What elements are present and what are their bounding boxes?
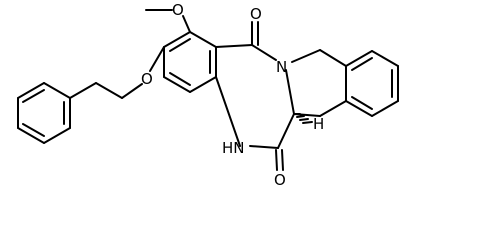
lower-carbonyl-bond-b	[281, 149, 284, 171]
molecule-structure: O O O N HN H O	[17, 1, 399, 189]
benzo-ring	[163, 31, 217, 93]
isoquinoline-saturated-ring	[291, 49, 347, 117]
benzyloxy-oxygen-label: O	[141, 70, 153, 88]
lower-carbonyl-bond-a	[275, 149, 278, 171]
bond-ch2-oxygen	[121, 83, 143, 99]
bond-oxygen-aryl	[149, 46, 165, 72]
amide-nh-label: HN	[222, 139, 245, 157]
lower-carbonyl-oxygen-label: O	[274, 171, 286, 189]
benzyl-phenyl-ring	[17, 82, 71, 144]
diazepine-ring	[215, 44, 295, 149]
methoxy-oxygen-label: O	[172, 1, 184, 19]
isoquinoline-benzene-ring	[345, 50, 399, 117]
bond-aryl-methoxy-o	[182, 15, 191, 33]
stereo-hydrogen-label: H	[313, 115, 324, 133]
upper-carbonyl-oxygen-label: O	[250, 5, 262, 23]
bond-ch2-carbon	[95, 82, 123, 99]
ring-nitrogen-label: N	[276, 58, 287, 76]
bond-phenyl-ch2	[69, 82, 97, 99]
